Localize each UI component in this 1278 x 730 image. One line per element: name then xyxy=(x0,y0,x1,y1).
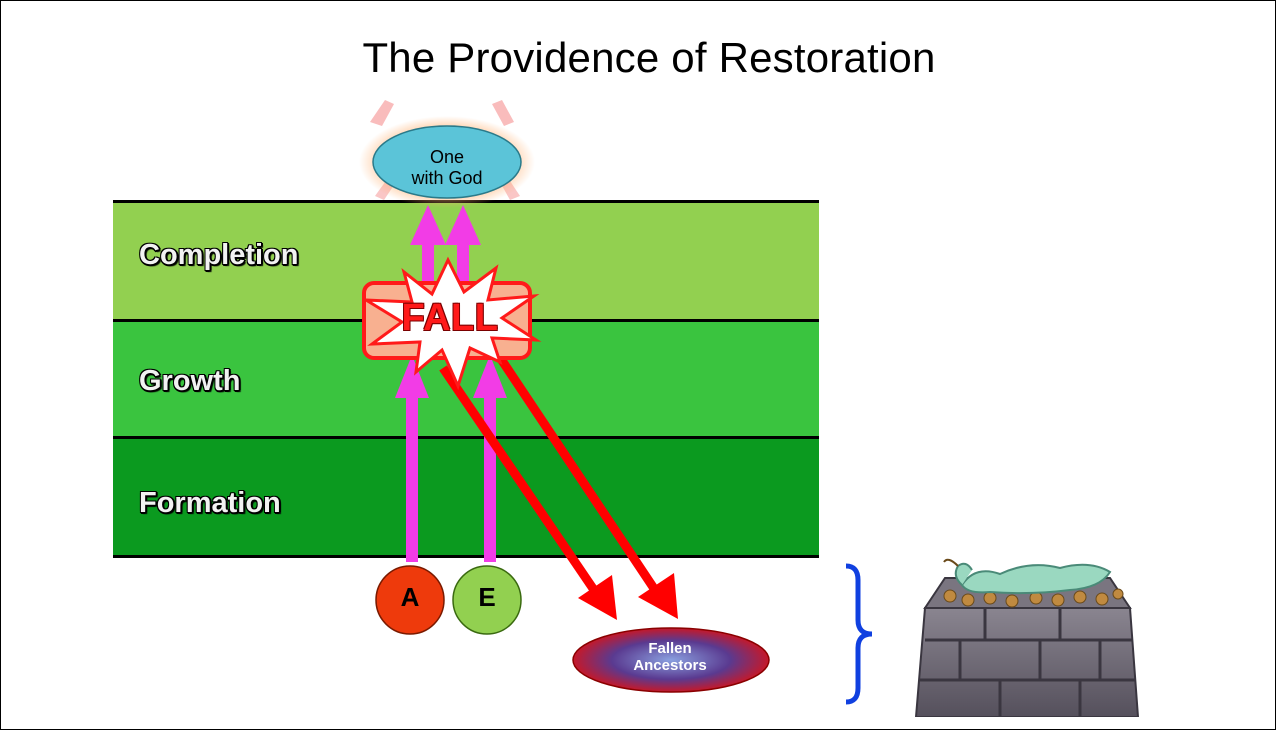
stage-label-completion: Completion xyxy=(139,239,299,271)
adam-arrow-head xyxy=(395,355,429,398)
fall-arrows xyxy=(439,347,678,620)
adam-node xyxy=(375,565,445,635)
fall-marker xyxy=(362,256,542,391)
adam-arrow-shaft xyxy=(406,390,418,562)
goal-ellipse xyxy=(372,125,522,199)
goal-ray-left xyxy=(370,100,394,126)
goal-label-line1: One xyxy=(429,147,465,167)
stage-label-growth: Growth xyxy=(139,365,241,397)
fall-label: FALL xyxy=(401,297,499,339)
eve-fall-arrow-head xyxy=(638,573,678,619)
stage-formation: Formation xyxy=(113,436,819,558)
eve-upper-arrow-shaft xyxy=(457,240,469,288)
stage-label-formation: Formation xyxy=(139,487,281,519)
eve-node xyxy=(452,565,522,635)
goal-node xyxy=(359,100,535,208)
fallen-ancestors-node xyxy=(572,627,770,693)
brace-icon xyxy=(845,563,873,705)
goal-label-line2: with God xyxy=(411,167,483,188)
adam-fall-arrow-shaft xyxy=(439,365,598,593)
slide-title: The Providence of Restoration xyxy=(362,34,936,81)
fall-burst xyxy=(365,256,542,391)
adam-upper-arrow-head xyxy=(410,205,446,245)
eve-upper-arrow-head xyxy=(445,205,481,245)
eve-arrow-head xyxy=(473,355,507,398)
fallen-label-line1: Fallen xyxy=(648,640,692,657)
fallen-label-line2: Ancestors xyxy=(633,657,707,675)
fallen-ancestors-label: Fallen Ancestors xyxy=(570,640,770,675)
growth-arrows xyxy=(395,205,507,562)
goal-ray-right xyxy=(492,100,514,126)
adam-label: A xyxy=(400,582,420,612)
goal-label: One with God xyxy=(372,147,522,188)
eve-arrow-shaft xyxy=(484,390,496,562)
adam-fall-arrow-head xyxy=(578,575,617,620)
adam-upper-arrow-shaft xyxy=(422,240,434,288)
eve-label: E xyxy=(478,582,496,612)
stone-altar-with-sacrifice-icon xyxy=(914,558,1140,717)
eve-fall-arrow-shaft xyxy=(491,347,659,593)
